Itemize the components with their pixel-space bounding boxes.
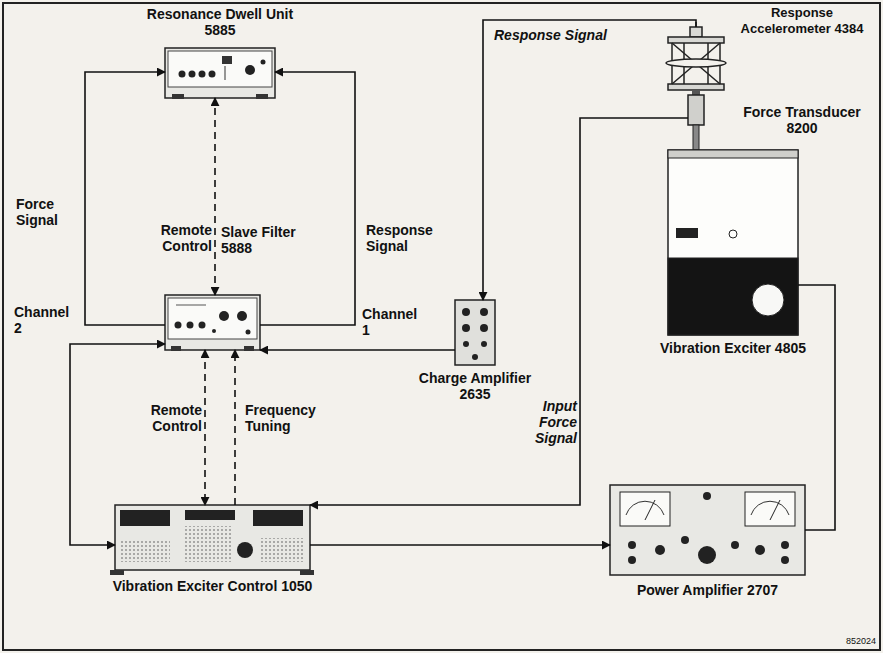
device-label: Vibration Exciter Control 1050 — [100, 578, 325, 594]
signal-line — [260, 349, 455, 351]
charge-amplifier-picture — [455, 300, 495, 365]
signal-label: Force Signal — [14, 196, 84, 228]
signal-line — [85, 72, 165, 325]
signal-line — [483, 20, 696, 300]
exciter-control-node — [115, 505, 310, 570]
device-label: Vibration Exciter 4805 — [648, 340, 818, 356]
signal-label: Remote Control — [130, 222, 214, 254]
vibration-exciter-control-picture — [110, 505, 314, 575]
signal-line — [310, 544, 610, 546]
device-label: Response Accelerometer 4384 — [726, 5, 878, 37]
slave-filter-node — [165, 295, 260, 350]
signal-label: Response Signal — [492, 27, 616, 43]
charge-amplifier-node — [455, 300, 495, 365]
device-label: Force Transducer 8200 — [728, 104, 876, 136]
power-amplifier-node — [610, 485, 805, 575]
force-transducer-picture — [688, 90, 704, 150]
response-accelerometer-node — [668, 27, 724, 90]
vibration-exciter-picture — [668, 150, 798, 335]
device-label: Power Amplifier 2707 — [620, 582, 795, 598]
device-label: Slave Filter 5888 — [221, 224, 305, 256]
power-amplifier-picture — [610, 485, 805, 575]
resonance-dwell-unit-picture — [165, 48, 275, 99]
channel-label: Channel 1 — [362, 306, 412, 338]
vibration-exciter-node — [668, 150, 798, 335]
signal-line — [70, 344, 165, 545]
device-label: Resonance Dwell Unit 5885 — [140, 6, 300, 38]
signal-label: Response Signal — [364, 222, 448, 254]
signal-label: Input Force Signal — [505, 398, 579, 446]
control-line — [204, 350, 206, 505]
signal-line — [260, 72, 355, 325]
signal-line — [310, 118, 688, 505]
channel-label: Channel 2 — [14, 304, 74, 336]
signal-line — [798, 285, 835, 530]
force-transducer-node — [688, 95, 704, 125]
figure-number: 852024 — [828, 636, 876, 647]
signal-label: Frequency Tuning — [243, 402, 337, 434]
control-line — [214, 98, 216, 295]
dwell-unit-node — [165, 48, 275, 98]
slave-filter-picture — [165, 295, 260, 351]
signal-label: Remote Control — [118, 402, 204, 434]
response-accelerometer-fixture — [666, 22, 726, 90]
control-line — [234, 350, 236, 505]
